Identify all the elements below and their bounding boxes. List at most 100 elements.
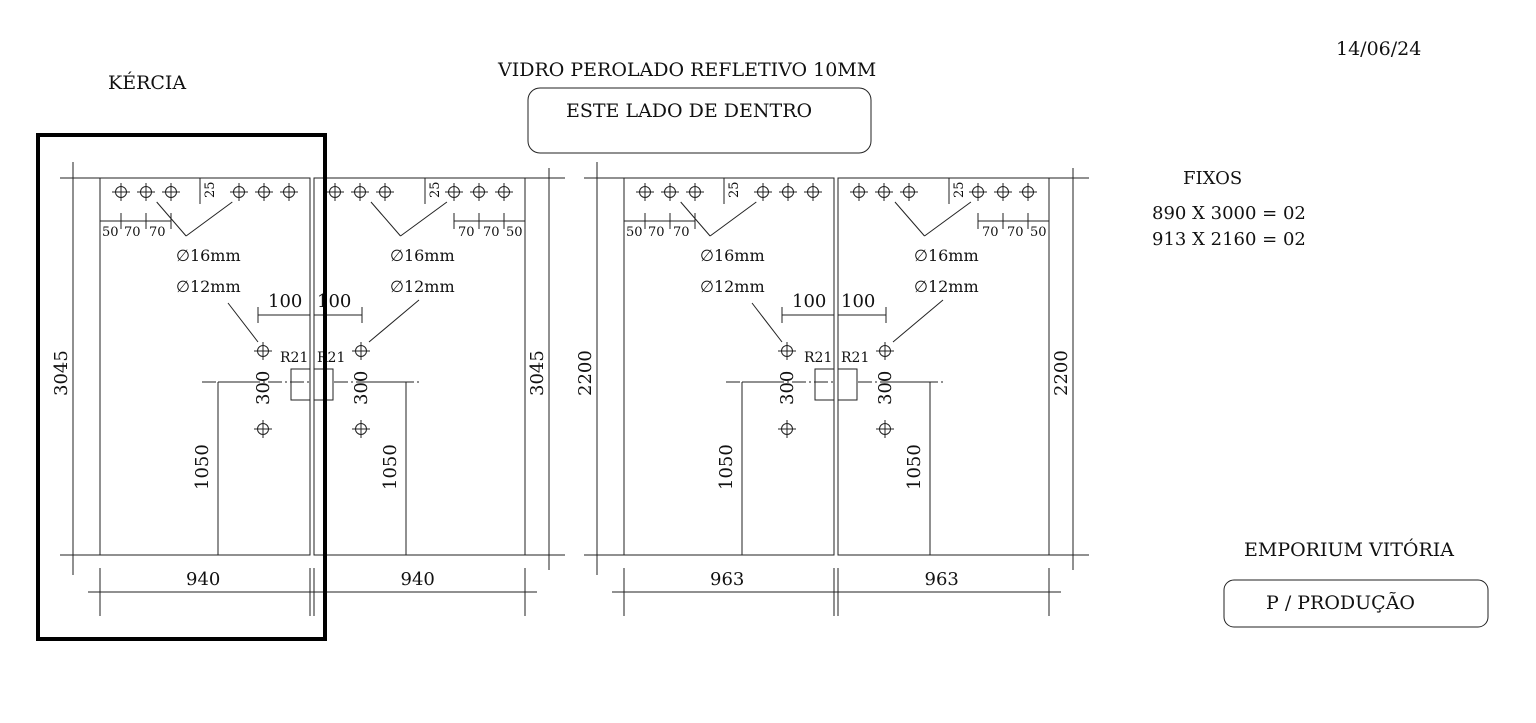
inside-side-box <box>527 87 872 154</box>
clamp-hole-lower <box>778 420 796 438</box>
dim-70-label: 70 <box>124 225 141 240</box>
top-hole <box>686 183 704 201</box>
company-label: EMPORIUM VITÓRIA <box>1244 538 1454 561</box>
dim-70-label: 70 <box>458 225 475 240</box>
dim-100-label: 100 <box>792 291 826 312</box>
top-hole <box>900 183 918 201</box>
clamp-hole-lower <box>352 420 370 438</box>
leader-12 <box>751 302 783 343</box>
panel-width-label: 940 <box>186 569 220 590</box>
clamp-hole-upper <box>876 342 894 360</box>
top-hole <box>470 183 488 201</box>
top-hole <box>255 183 273 201</box>
panel-width-label: 940 <box>401 569 435 590</box>
dim-300-label: 300 <box>875 371 896 405</box>
top-hole <box>162 183 180 201</box>
top-hole <box>112 183 130 201</box>
material-title: VIDRO PEROLADO REFLETIVO 10MM <box>497 59 876 81</box>
top-hole <box>326 183 344 201</box>
clamp-hole-lower <box>876 420 894 438</box>
radius-label: R21 <box>280 350 308 366</box>
dim-100-label: 100 <box>841 291 875 312</box>
dim-70-label: 70 <box>149 225 166 240</box>
dim-300-label: 300 <box>351 371 372 405</box>
leader-16-right <box>400 201 448 237</box>
leader-16-right <box>185 201 233 237</box>
fixos-title: FIXOS <box>1183 168 1242 189</box>
top-hole <box>875 183 893 201</box>
top-hole <box>779 183 797 201</box>
diameter-16-label: ∅16mm <box>390 246 455 265</box>
clamp-hole-upper <box>352 342 370 360</box>
top-hole <box>804 183 822 201</box>
panel-outline <box>623 177 835 556</box>
panel-width-label: 963 <box>710 569 744 590</box>
panel-height-label: 3045 <box>527 350 548 396</box>
leader-16-left <box>370 201 401 237</box>
date-label: 14/06/24 <box>1336 38 1421 60</box>
leader-16-right <box>924 201 972 237</box>
dim-50-label: 50 <box>506 225 523 240</box>
leader-12 <box>227 302 259 343</box>
cutout-half <box>814 368 835 401</box>
top-hole <box>137 183 155 201</box>
dim-300-label: 300 <box>253 371 274 405</box>
panel-outline <box>837 177 1050 556</box>
top-hole <box>376 183 394 201</box>
dim-1050-label: 1050 <box>904 444 925 490</box>
panel-outline <box>99 177 311 556</box>
radius-label: R21 <box>841 350 869 366</box>
radius-label: R21 <box>317 350 345 366</box>
top-hole <box>850 183 868 201</box>
leader-16-left <box>894 201 925 237</box>
top-hole <box>1019 183 1037 201</box>
top-hole <box>230 183 248 201</box>
dim-25-label: 25 <box>952 181 967 198</box>
dim-70-label: 70 <box>1007 225 1024 240</box>
top-hole <box>754 183 772 201</box>
diameter-12-label: ∅12mm <box>390 277 455 296</box>
clamp-hole-lower <box>254 420 272 438</box>
leader-16-right <box>709 201 757 237</box>
leader-16-left <box>156 201 187 237</box>
dim-1050-label: 1050 <box>716 444 737 490</box>
diameter-16-label: ∅16mm <box>700 246 765 265</box>
panel-height-label: 3045 <box>51 350 72 396</box>
panel-height-label: 2200 <box>1051 350 1072 396</box>
top-hole <box>445 183 463 201</box>
dim-50-label: 50 <box>626 225 643 240</box>
top-hole <box>969 183 987 201</box>
clamp-hole-upper <box>254 342 272 360</box>
dim-1050-label: 1050 <box>380 444 401 490</box>
dim-1050-label: 1050 <box>192 444 213 490</box>
dim-70-label: 70 <box>673 225 690 240</box>
top-hole <box>495 183 513 201</box>
dim-50-label: 50 <box>1030 225 1047 240</box>
leader-12 <box>368 299 420 343</box>
diameter-12-label: ∅12mm <box>176 277 241 296</box>
panel-width-label: 963 <box>925 569 959 590</box>
diameter-12-label: ∅12mm <box>700 277 765 296</box>
dim-70-label: 70 <box>648 225 665 240</box>
dim-300-label: 300 <box>777 371 798 405</box>
leader-12 <box>892 299 944 343</box>
top-hole <box>994 183 1012 201</box>
fixos-line-2: 913 X 2160 = 02 <box>1152 229 1306 250</box>
dim-25-label: 25 <box>203 181 218 198</box>
diameter-16-label: ∅16mm <box>176 246 241 265</box>
top-hole <box>280 183 298 201</box>
dim-25-label: 25 <box>727 181 742 198</box>
selection-highlight-box <box>36 133 327 641</box>
panel-outline <box>313 177 526 556</box>
production-stamp: P / PRODUÇÃO <box>1266 592 1415 614</box>
diameter-16-label: ∅16mm <box>914 246 979 265</box>
diameter-12-label: ∅12mm <box>914 277 979 296</box>
top-hole <box>661 183 679 201</box>
dim-100-label: 100 <box>317 291 351 312</box>
production-stamp-box <box>1223 579 1489 628</box>
